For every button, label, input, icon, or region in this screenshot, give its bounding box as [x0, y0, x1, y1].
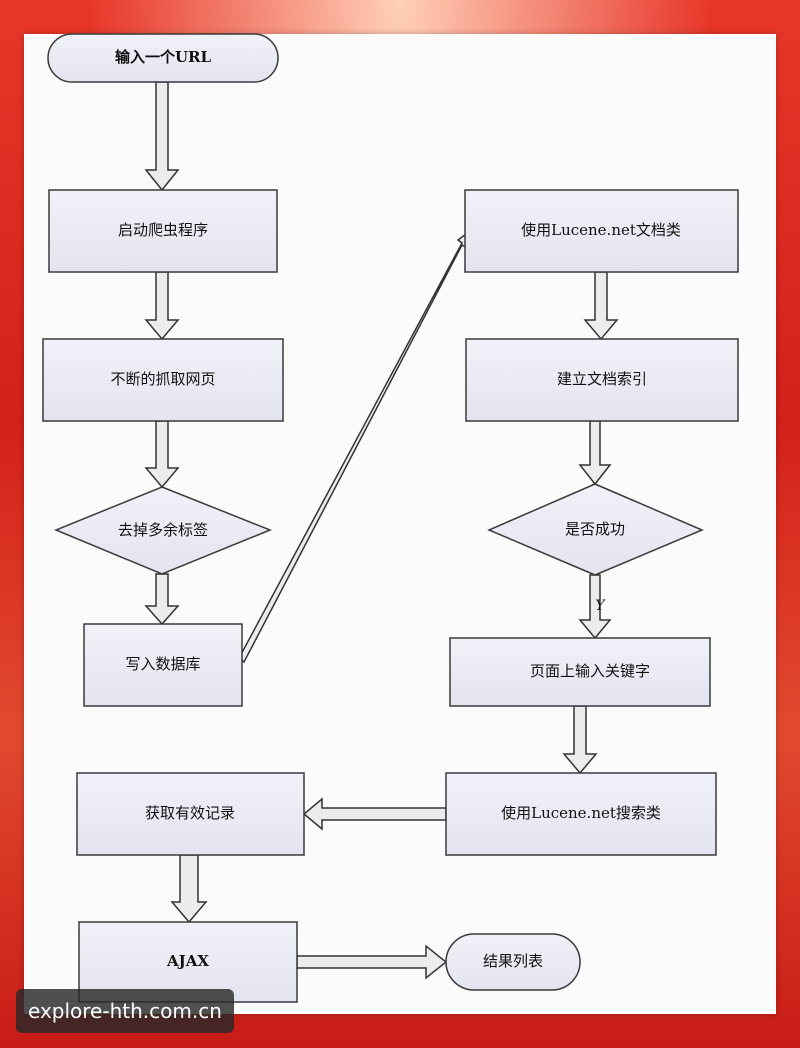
crawl-pages-box [42, 338, 284, 422]
is-success-diamond [487, 483, 704, 576]
start-terminal [47, 33, 279, 83]
start-label: 输入一个URL [115, 48, 212, 66]
arrow-index-to-success [578, 420, 612, 486]
input-keyword-label: 页面上输入关键字 [530, 662, 650, 680]
remove-tags-diamond [54, 486, 273, 575]
start-crawler-label: 启动爬虫程序 [118, 221, 208, 239]
input-keyword-box [449, 637, 711, 707]
arrow-db-to-lucene-doc [237, 229, 472, 664]
is-success-label: 是否成功 [565, 520, 625, 538]
lucene-doc-box [464, 189, 739, 273]
lucene-search-label: 使用Lucene.net搜索类 [501, 804, 661, 822]
lucene-search-box [445, 772, 717, 856]
arrow-keyword-to-search [562, 705, 598, 775]
arrow-crawler-to-pages [144, 271, 180, 341]
arrow-search-to-records [302, 797, 447, 831]
start-crawler-box [48, 189, 278, 273]
ajax-label: AJAX [166, 952, 209, 970]
arrow-start-to-crawler [144, 81, 180, 192]
watermark: explore-hth.com.cn [16, 989, 234, 1033]
build-index-box [465, 338, 739, 422]
lucene-doc-label: 使用Lucene.net文档类 [521, 221, 681, 239]
result-list-label: 结果列表 [483, 952, 543, 970]
write-db-label: 写入数据库 [125, 655, 200, 673]
remove-tags-label: 去掉多余标签 [118, 521, 208, 539]
arrow-success-to-keyword [578, 574, 612, 640]
result-terminal [445, 933, 581, 991]
yes-label: Y [595, 598, 606, 614]
get-records-label: 获取有效记录 [145, 804, 235, 822]
crawl-pages-label: 不断的抓取网页 [110, 370, 215, 388]
build-index-label: 建立文档索引 [557, 370, 647, 388]
arrow-records-to-ajax [170, 854, 208, 924]
write-db-box [83, 623, 243, 707]
arrow-ajax-to-results [296, 944, 448, 980]
arrow-lucene-doc-to-index [583, 271, 619, 341]
arrow-pages-to-tags [144, 420, 180, 489]
arrow-tags-to-db [144, 573, 180, 626]
get-records-box [76, 772, 305, 856]
